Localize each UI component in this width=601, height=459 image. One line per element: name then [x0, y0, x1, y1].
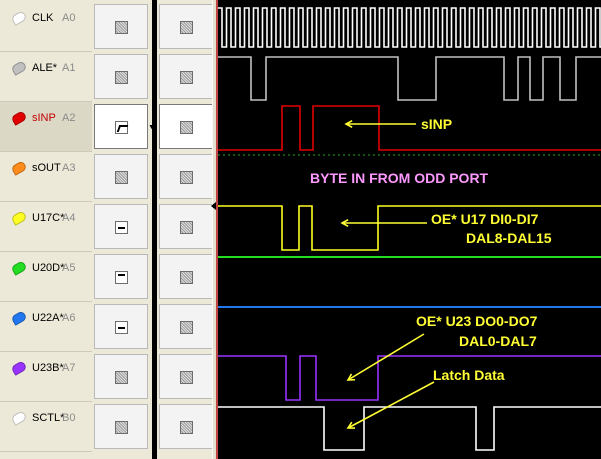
rising-edge-icon — [115, 121, 128, 134]
channel-row-u23b[interactable]: U23B*A7 — [0, 352, 92, 402]
channel-pin: A5 — [62, 262, 76, 274]
trigger-cell-2-6[interactable] — [159, 304, 213, 349]
trigger-cell-2-0[interactable] — [159, 4, 213, 49]
annotation-sinp: sINP — [421, 116, 453, 132]
dont-care-icon — [115, 421, 128, 434]
trigger-cell-2-5[interactable] — [159, 254, 213, 299]
trigger-cell-2-1[interactable] — [159, 54, 213, 99]
trigger-cell-2-4[interactable] — [159, 204, 213, 249]
dont-care-icon — [180, 171, 193, 184]
channel-row-u17c[interactable]: U17C*A4 — [0, 202, 92, 252]
probe-color-icon — [10, 210, 28, 226]
dont-care-icon — [180, 221, 193, 234]
arrow-latch — [347, 381, 435, 429]
channel-name: sINP — [32, 112, 56, 124]
channel-pin: A1 — [62, 62, 76, 74]
trace-ale — [218, 56, 601, 101]
channel-name: sOUT — [32, 162, 61, 174]
probe-color-icon — [10, 360, 28, 376]
arrow-latch-head — [346, 421, 356, 429]
channel-name: CLK — [32, 12, 54, 24]
channel-pin: B0 — [62, 412, 76, 424]
channel-name: SCTL* — [32, 412, 65, 424]
annotation-oe-u17-line2: DAL8-DAL15 — [466, 230, 552, 246]
channel-name: ALE* — [32, 62, 58, 74]
probe-color-icon — [10, 260, 28, 276]
probe-color-icon — [10, 60, 28, 76]
channel-pin: A3 — [62, 162, 76, 174]
channel-name: U20D* — [32, 262, 65, 274]
high-level-icon — [115, 321, 128, 334]
high-level-icon — [115, 271, 128, 284]
channel-row-u22a[interactable]: U22A*A6 — [0, 302, 92, 352]
channel-name: U22A* — [32, 312, 64, 324]
dropdown-arrow-icon[interactable]: ▼ — [148, 124, 155, 131]
annotation-latch: Latch Data — [433, 367, 505, 383]
channel-row-clk[interactable]: CLK A0 — [0, 2, 92, 52]
channel-pin: A2 — [62, 112, 76, 124]
high-level-icon — [115, 221, 128, 234]
channel-pin: A4 — [62, 212, 76, 224]
arrow-oe-u17-head — [340, 218, 349, 228]
probe-color-icon — [10, 310, 28, 326]
trigger-cell-1-5[interactable] — [94, 254, 148, 299]
trigger-cell-2-8[interactable] — [159, 404, 213, 449]
dont-care-icon — [180, 371, 193, 384]
channel-pin: A7 — [62, 362, 76, 374]
trace-sinp — [218, 105, 601, 151]
probe-color-icon — [10, 10, 28, 26]
channel-row-sinp[interactable]: sINP A2 — [0, 102, 92, 152]
trigger-cell-2-7[interactable] — [159, 354, 213, 399]
trigger-cell-1-7[interactable] — [94, 354, 148, 399]
dont-care-icon — [180, 21, 193, 34]
arrow-oe-u23 — [347, 333, 425, 381]
trigger-column-1: ▼ — [92, 0, 155, 459]
panel-splitter[interactable] — [212, 0, 218, 459]
trigger-cell-1-4[interactable] — [94, 204, 148, 249]
splitter-arrow-icon[interactable] — [211, 202, 216, 210]
trigger-column-2: ▼ — [157, 0, 220, 459]
arrow-sinp-head — [344, 119, 353, 129]
dont-care-icon — [115, 21, 128, 34]
waveform-display[interactable] — [218, 0, 601, 459]
dont-care-icon — [115, 371, 128, 384]
arrow-oe-u23-head — [346, 373, 356, 381]
trace-u23b — [218, 355, 601, 401]
annotation-oe-u23-line2: DAL0-DAL7 — [459, 333, 537, 349]
annotation-oe-u17-line1: OE* U17 DI0-DI7 — [431, 211, 539, 227]
channel-row-u20d[interactable]: U20D*A5 — [0, 252, 92, 302]
dont-care-icon — [180, 321, 193, 334]
trigger-cell-1-8[interactable] — [94, 404, 148, 449]
dont-care-icon — [115, 71, 128, 84]
annotation-byte-in: BYTE IN FROM ODD PORT — [310, 170, 489, 186]
trigger-cell-1-1[interactable] — [94, 54, 148, 99]
probe-color-icon — [10, 110, 28, 126]
dont-care-icon — [180, 121, 193, 134]
channel-pin: A6 — [62, 312, 76, 324]
trace-clk — [218, 7, 601, 48]
annotation-oe-u23-line1: OE* U23 DO0-DO7 — [416, 313, 538, 329]
channel-row-ale[interactable]: ALE* A1 — [0, 52, 92, 102]
trigger-cell-1-0[interactable] — [94, 4, 148, 49]
channel-name: U23B* — [32, 362, 64, 374]
dont-care-icon — [180, 71, 193, 84]
dont-care-icon — [115, 171, 128, 184]
channel-pin: A0 — [62, 12, 76, 24]
channel-name: U17C* — [32, 212, 65, 224]
trace-sctl — [218, 406, 601, 451]
probe-color-icon — [10, 160, 28, 176]
probe-color-icon — [10, 410, 28, 426]
channel-row-sctl[interactable]: SCTL*B0 — [0, 402, 92, 452]
trigger-cell-1-6[interactable] — [94, 304, 148, 349]
dont-care-icon — [180, 271, 193, 284]
trace-u17c — [218, 205, 601, 251]
dont-care-icon — [180, 421, 193, 434]
trigger-cell-2-3[interactable] — [159, 154, 213, 199]
trigger-cell-1-3[interactable] — [94, 154, 148, 199]
trigger-cell-1-2[interactable]: ▼ — [94, 104, 155, 149]
trigger-cell-2-2[interactable]: ▼ — [159, 104, 220, 149]
